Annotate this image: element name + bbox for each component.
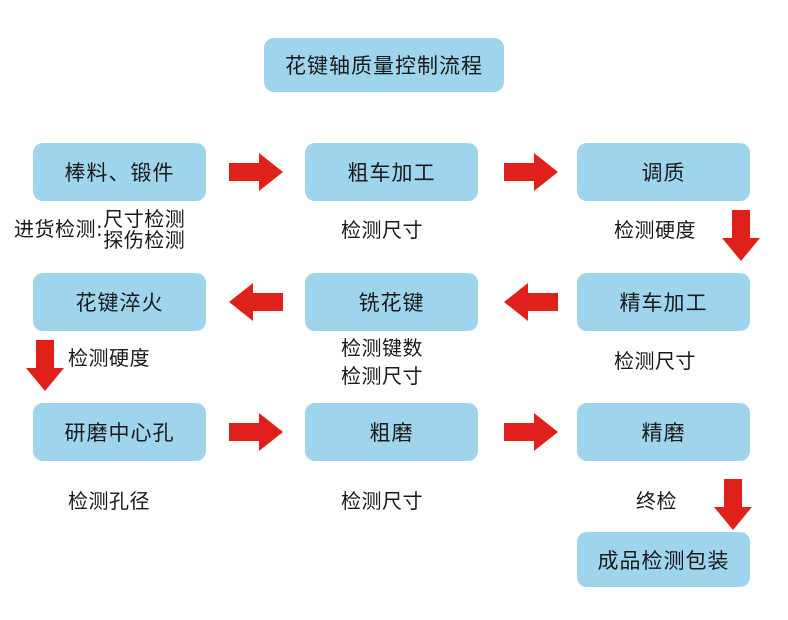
arrow-center-hole-to-rough-grinding-icon xyxy=(229,412,284,452)
caption-incoming-inspection: 进货检测: 尺寸检测 探伤检测 xyxy=(14,209,185,251)
node-bar-forging[interactable]: 棒料、锻件 xyxy=(33,143,206,201)
flowchart-title-label: 花键轴质量控制流程 xyxy=(285,54,483,78)
caption-check-hardness-tempering-text: 检测硬度 xyxy=(614,218,696,242)
caption-check-key-count-text: 检测键数 xyxy=(341,336,423,360)
node-spline-quenching-label: 花键淬火 xyxy=(75,291,164,315)
caption-final-inspection-text: 终检 xyxy=(636,489,677,513)
caption-check-hardness-spline: 检测硬度 xyxy=(68,346,150,370)
caption-final-inspection: 终检 xyxy=(636,489,677,513)
node-rough-turning-label: 粗车加工 xyxy=(347,161,436,185)
arrow-finish-turning-to-milling-icon xyxy=(504,282,559,322)
caption-check-dimension-rough-grinding: 检测尺寸 xyxy=(341,489,423,513)
arrow-spline-quenching-to-center-hole-icon xyxy=(25,340,65,392)
caption-incoming-inspection-prefix: 进货检测: xyxy=(14,217,104,242)
node-quenching-tempering[interactable]: 调质 xyxy=(577,143,750,201)
flowchart-title-node: 花键轴质量控制流程 xyxy=(264,38,504,92)
caption-check-dimension-milling: 检测尺寸 xyxy=(341,364,423,388)
arrow-bar-to-rough-turning-icon xyxy=(229,152,284,192)
node-rough-turning[interactable]: 粗车加工 xyxy=(305,143,478,201)
node-spline-milling[interactable]: 铣花键 xyxy=(305,273,478,331)
caption-check-dimension-milling-text: 检测尺寸 xyxy=(341,364,423,388)
arrow-milling-to-spline-quenching-icon xyxy=(229,282,284,322)
node-fine-grinding-label: 精磨 xyxy=(641,421,686,445)
caption-check-hardness-spline-text: 检测硬度 xyxy=(68,346,150,370)
caption-check-dimension-finish-turning-text: 检测尺寸 xyxy=(614,349,696,373)
caption-incoming-line2: 探伤检测 xyxy=(103,228,186,252)
caption-check-dimension-rough-turning: 检测尺寸 xyxy=(341,218,423,242)
node-finish-turning[interactable]: 精车加工 xyxy=(577,273,750,331)
node-center-hole-grinding-label: 研磨中心孔 xyxy=(64,421,175,445)
caption-check-hole-diameter: 检测孔径 xyxy=(68,489,150,513)
node-final-inspect-packaging[interactable]: 成品检测包装 xyxy=(577,532,750,587)
node-quenching-tempering-label: 调质 xyxy=(641,161,686,185)
node-center-hole-grinding[interactable]: 研磨中心孔 xyxy=(33,403,206,461)
node-spline-quenching[interactable]: 花键淬火 xyxy=(33,273,206,331)
caption-incoming-inspection-items: 尺寸检测 探伤检测 xyxy=(103,209,185,251)
node-rough-grinding[interactable]: 粗磨 xyxy=(305,403,478,461)
node-fine-grinding[interactable]: 精磨 xyxy=(577,403,750,461)
node-bar-forging-label: 棒料、锻件 xyxy=(64,161,175,185)
node-finish-turning-label: 精车加工 xyxy=(619,291,708,315)
caption-check-dimension-finish-turning: 检测尺寸 xyxy=(614,349,696,373)
caption-check-key-count: 检测键数 xyxy=(341,336,423,360)
arrow-fine-grinding-to-packaging-icon xyxy=(713,479,753,531)
caption-check-dimension-rough-grinding-text: 检测尺寸 xyxy=(341,489,423,513)
arrow-rough-grinding-to-fine-grinding-icon xyxy=(504,412,559,452)
caption-incoming-line1: 尺寸检测 xyxy=(103,207,186,231)
node-spline-milling-label: 铣花键 xyxy=(358,291,425,315)
node-final-inspect-packaging-label: 成品检测包装 xyxy=(597,548,730,573)
caption-check-hole-diameter-text: 检测孔径 xyxy=(68,489,150,513)
caption-check-dimension-rough-turning-text: 检测尺寸 xyxy=(341,218,423,242)
node-rough-grinding-label: 粗磨 xyxy=(369,421,414,445)
arrow-tempering-to-finish-turning-icon xyxy=(721,210,761,262)
caption-check-hardness-tempering: 检测硬度 xyxy=(614,218,696,242)
arrow-rough-turning-to-tempering-icon xyxy=(504,152,559,192)
